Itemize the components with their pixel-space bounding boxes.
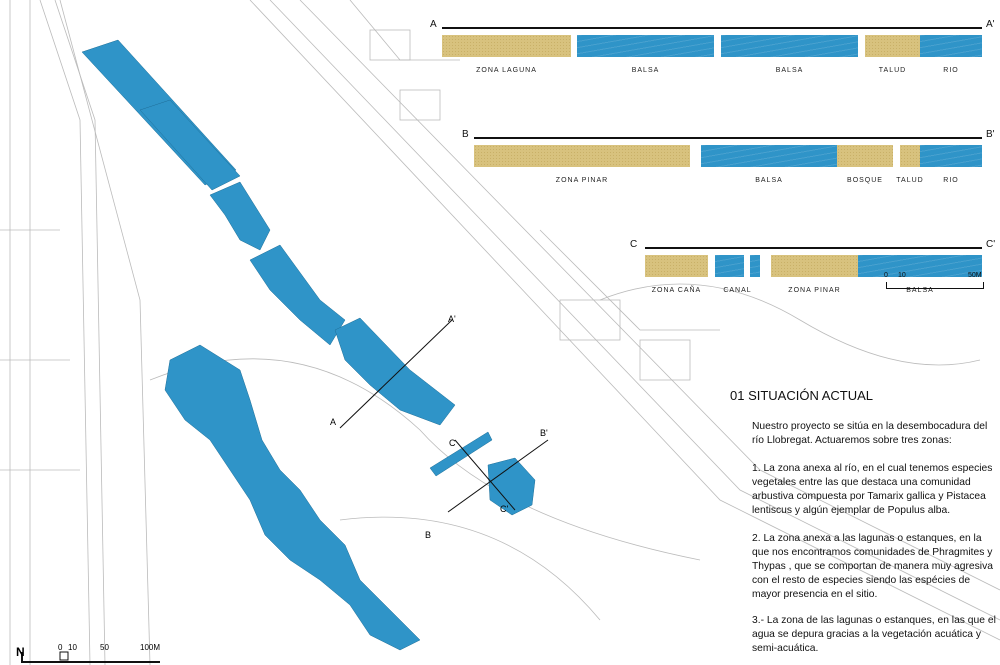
plan-marker-c2: C' (500, 504, 508, 514)
section-band-water (858, 255, 982, 277)
plan-scale-bar: N 0 10 50 100M (16, 643, 160, 663)
zone-2-paragraph: 2. La zona anexa a las lagunas o estanqu… (752, 533, 993, 600)
section-band-water (721, 35, 858, 57)
ground-profile-line (474, 137, 982, 139)
scale-label: 10 (68, 643, 77, 652)
section-band-water (577, 35, 714, 57)
section-zone-label: BOSQUE (847, 177, 883, 184)
section-start-letter: C (630, 239, 638, 250)
section-band-sand (900, 145, 920, 167)
section-band-sand (771, 255, 858, 277)
scale-bar (886, 282, 984, 289)
section-zone-label: BALSA (631, 67, 660, 74)
section-zone-label: CANAL (723, 287, 752, 294)
section-zone-label: BALSA (906, 287, 934, 294)
section-zone-label: ZONA PINAR (555, 177, 609, 184)
zone-1-paragraph: 1. La zona anexa al río, en el cual tene… (752, 463, 993, 516)
section-end-letter: A' (986, 19, 995, 30)
section-band-sand (645, 255, 708, 277)
section-start-letter: B (462, 129, 469, 140)
section-zone-label: ZONA CAÑA (651, 287, 702, 294)
section-band-sand (837, 145, 893, 167)
section-zone-label: RIO (943, 177, 959, 184)
intro-paragraph: Nuestro proyecto se sitúa en la desemboc… (752, 421, 988, 446)
scale-label: 0 (58, 643, 63, 652)
section-title: 01 SITUACIÓN ACTUAL (730, 388, 874, 403)
section-zone-label: TALUD (878, 67, 907, 74)
section-zone-label: BALSA (755, 177, 783, 184)
section-cut-lines (339, 319, 549, 513)
section-end-letter: C' (986, 239, 996, 250)
scale-label: 100M (140, 643, 160, 652)
plan-marker-b2: B' (540, 428, 548, 438)
section-start-letter: A (430, 19, 437, 30)
section-band-water (920, 35, 982, 57)
ground-profile-line (645, 247, 982, 249)
section-zone-label: ZONA PINAR (788, 287, 841, 294)
plan-marker-c: C (449, 438, 456, 448)
section-band-water (715, 255, 744, 277)
plan-marker-b: B (425, 530, 431, 540)
zone-3-paragraph: 3.- La zona de las lagunas o estanques, … (752, 615, 996, 654)
section-band-sand (442, 35, 571, 57)
plan-marker-a2: A' (448, 314, 456, 324)
scale-label: 50 (100, 643, 109, 652)
water-bodies (81, 39, 536, 651)
section-end-letter: B' (986, 129, 995, 140)
section-zone-label: TALUD (896, 177, 924, 184)
section-band-sand (474, 145, 690, 167)
section-zone-label: ZONA LAGUNA (476, 67, 537, 74)
ground-profile-line (442, 27, 982, 29)
scale-label: 0 (884, 272, 888, 279)
plan-marker-a: A (330, 417, 336, 427)
section-band-water (920, 145, 982, 167)
scale-label: 10 (898, 272, 906, 279)
section-band-water (701, 145, 837, 167)
section-band-water (750, 255, 760, 277)
scale-label: 50M (968, 272, 982, 279)
section-band-sand (865, 35, 920, 57)
north-arrow: N (16, 645, 25, 659)
section-zone-label: BALSA (775, 67, 804, 74)
section-zone-label: RIO (943, 67, 959, 74)
